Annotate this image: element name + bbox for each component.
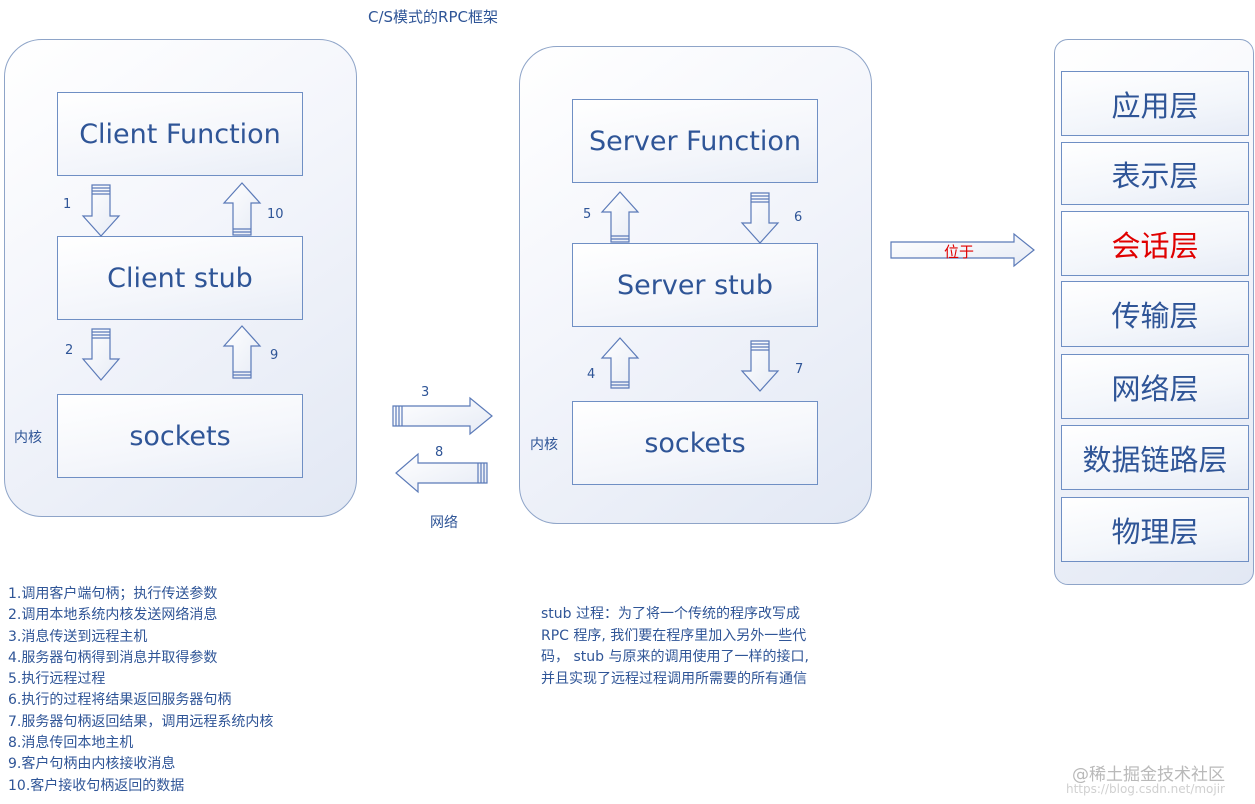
stub-note-line: stub 过程：为了将一个传统的程序改写成: [541, 606, 800, 622]
server-kernel-label: 内核: [530, 437, 558, 453]
arrow-10-up: [222, 182, 262, 236]
arrow-number-6: 6: [794, 210, 803, 225]
server-stub-box: Server stub: [572, 243, 818, 327]
arrow-number-1: 1: [63, 197, 72, 212]
osi-layer-datalink: 数据链路层: [1061, 425, 1249, 490]
osi-layer-physical: 物理层: [1061, 497, 1249, 562]
watermark: @稀土掘金技术社区: [1072, 765, 1225, 785]
client-function-box: Client Function: [57, 92, 303, 176]
step-item: 2.调用本地系统内核发送网络消息: [8, 607, 218, 624]
step-item: 5.执行远程过程: [8, 671, 106, 688]
steps-list: 1.调用客户端句柄；执行传送参数 2.调用本地系统内核发送网络消息 3.消息传送…: [8, 584, 273, 797]
arrow-number-4: 4: [587, 367, 596, 382]
arrow-7-down: [740, 340, 780, 392]
step-item: 8.消息传回本地主机: [8, 735, 134, 752]
arrow-5-up: [600, 191, 640, 243]
arrow-located-right: [890, 232, 1035, 268]
server-function-box: Server Function: [572, 99, 818, 183]
arrow-number-5: 5: [583, 207, 592, 222]
client-kernel-label: 内核: [14, 430, 42, 446]
stub-note-line: 并且实现了远程过程调用所需要的所有通信: [541, 670, 807, 687]
arrow-4-up: [600, 337, 640, 389]
arrow-1-down: [81, 184, 121, 237]
step-item: 4.服务器句柄得到消息并取得参数: [8, 649, 218, 666]
stub-note-line: RPC 程序, 我们要在程序里加入另外一些代: [541, 627, 807, 644]
step-item: 3.消息传送到远程主机: [8, 628, 148, 645]
step-item: 7.服务器句柄返回结果，调用远程系统内核: [8, 713, 274, 730]
step-item: 9.客户句柄由内核接收消息: [8, 756, 176, 773]
network-label: 网络: [430, 515, 458, 531]
diagram-title: C/S模式的RPC框架: [368, 8, 498, 26]
arrow-2-down: [81, 328, 121, 381]
arrow-number-10: 10: [267, 207, 284, 222]
arrow-number-8: 8: [435, 445, 444, 460]
arrow-8-left: [395, 452, 488, 494]
step-item: 10.客户接收句柄返回的数据: [8, 777, 185, 794]
arrow-number-3: 3: [421, 385, 430, 400]
step-item: 6.执行的过程将结果返回服务器句柄: [8, 692, 232, 709]
arrow-number-7: 7: [795, 362, 804, 377]
osi-layer-application: 应用层: [1061, 71, 1249, 136]
located-label: 位于: [944, 243, 975, 261]
stub-note-line: 码， stub 与原来的调用使用了一样的接口,: [541, 649, 809, 665]
client-sockets-box: sockets: [57, 394, 303, 478]
step-item: 1.调用客户端句柄；执行传送参数: [8, 586, 218, 602]
client-stub-box: Client stub: [57, 236, 303, 320]
server-sockets-box: sockets: [572, 401, 818, 485]
arrow-number-2: 2: [65, 343, 74, 358]
arrow-9-up: [222, 325, 262, 379]
watermark-url: https://blog.csdn.net/mojir: [1066, 782, 1225, 796]
arrow-3-right: [392, 396, 493, 436]
osi-layer-presentation: 表示层: [1061, 142, 1249, 205]
osi-layer-session: 会话层: [1061, 211, 1249, 276]
stub-note: stub 过程：为了将一个传统的程序改写成 RPC 程序, 我们要在程序里加入另…: [541, 604, 851, 690]
osi-layer-network: 网络层: [1061, 354, 1249, 419]
arrow-6-down: [740, 192, 780, 244]
osi-layer-transport: 传输层: [1061, 281, 1249, 347]
arrow-number-9: 9: [270, 348, 279, 363]
